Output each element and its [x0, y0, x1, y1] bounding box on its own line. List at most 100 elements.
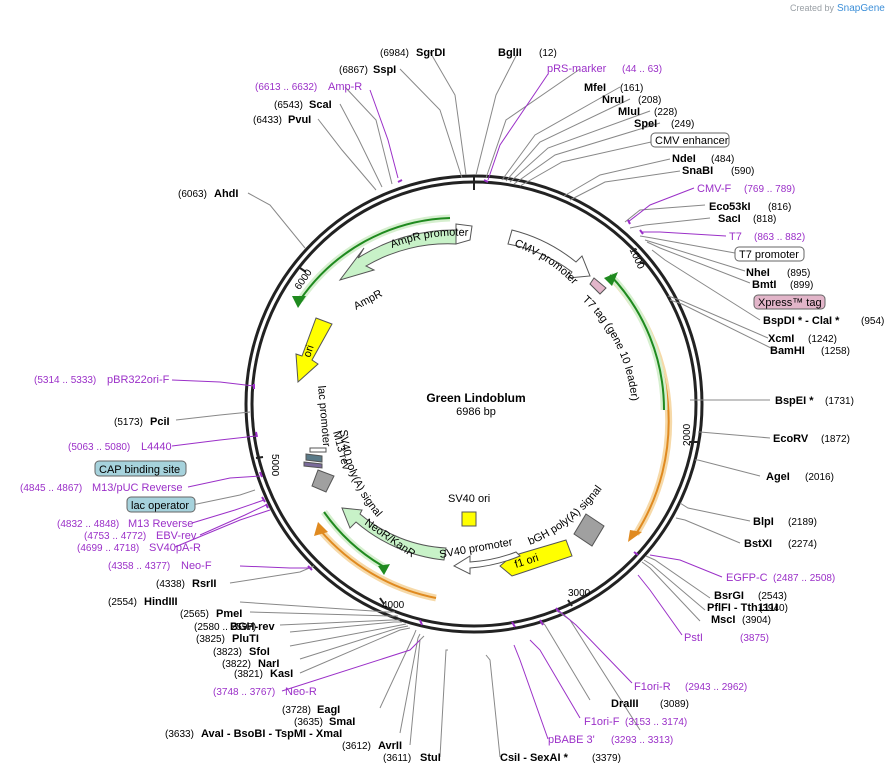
site-pos: (2274) [788, 539, 817, 550]
site-pos: (2580 .. 2597) [194, 622, 256, 633]
site-name: MscI [711, 614, 735, 626]
site-name: RsrII [192, 578, 216, 590]
site-name: AhdI [214, 188, 238, 200]
primer-pos: (3748 .. 3767) [213, 687, 275, 698]
feature-m13rev [305, 453, 323, 463]
feature-sv40-promoter [452, 551, 521, 575]
site-pos: (2016) [805, 472, 834, 483]
site-pos: (2543) [758, 591, 787, 602]
site-name: SacI [718, 213, 741, 225]
primer-pos: (4358 .. 4377) [108, 561, 170, 572]
site-pos: (208) [638, 95, 661, 106]
site-name: PmeI [216, 608, 242, 620]
site-name: SpeI [634, 118, 657, 130]
site-name: PflFI - Tth111I [707, 602, 778, 614]
site-name: PciI [150, 416, 170, 428]
primer-pos: (4753 .. 4772) [84, 531, 146, 542]
site-name: SnaBI [682, 165, 713, 177]
site-pos: (895) [787, 268, 810, 279]
site-name: NruI [602, 94, 624, 106]
feature-lac-promoter [309, 447, 327, 453]
feature-label-lacp: lac promoter [315, 385, 332, 447]
site-name: MfeI [584, 82, 606, 94]
tick-label: 4000 [382, 600, 405, 611]
primer-name: SV40pA-R [149, 542, 201, 554]
feature-sv40-ori [461, 511, 477, 527]
box-xpress-tag [753, 294, 826, 310]
site-pos: (6543) [274, 100, 303, 111]
site-pos: (3823) [213, 647, 242, 658]
box-label: CMV enhancer [655, 135, 729, 147]
primer-name: T7 [729, 231, 742, 243]
primer-pos: (863 .. 882) [754, 232, 805, 243]
tick-label: 3000 [568, 588, 591, 599]
feature-ori [295, 317, 333, 384]
primer-pos: (6613 .. 6632) [255, 82, 317, 93]
tick-label: 5000 [269, 454, 280, 477]
feature-arrows [295, 223, 607, 577]
site-name: HindIII [144, 596, 178, 608]
site-pos: (6867) [339, 65, 368, 76]
primer-name: L4440 [141, 441, 172, 453]
box-label: CAP binding site [99, 464, 180, 476]
primer-pos: (769 .. 789) [744, 184, 795, 195]
primer-pos: (5063 .. 5080) [68, 442, 130, 453]
site-name: SgrDI [416, 47, 445, 59]
site-pos: (3635) [294, 717, 323, 728]
primer-leaders [171, 73, 727, 740]
primer-pos: (5314 .. 5333) [34, 375, 96, 386]
primer-name: pBR322ori-F [107, 374, 170, 386]
site-name: CsiI - SexAI * [500, 752, 569, 764]
site-pos: (3633) [165, 729, 194, 740]
site-name: SspI [373, 64, 396, 76]
site-name: XcmI [768, 333, 794, 345]
site-name: NdeI [672, 153, 696, 165]
primer-name: PstI [684, 632, 703, 644]
primer-pos: (3875) [740, 633, 769, 644]
feature-bgh [573, 513, 605, 547]
site-name: BlpI [753, 516, 774, 528]
box-cap-binding-site [94, 460, 187, 477]
site-name: SfoI [249, 646, 270, 658]
site-name: AgeI [766, 471, 790, 483]
site-pos: (3825) [196, 634, 225, 645]
site-name: BspEI * [775, 395, 814, 407]
site-pos: (5173) [114, 417, 143, 428]
site-pos: (3611) [383, 753, 411, 764]
site-pos: (1258) [821, 346, 850, 357]
credit-prefix: Created by [790, 3, 835, 13]
primer-name: CMV-F [697, 183, 732, 195]
site-labels: (6984) SgrDI BglII (12) (6867) SspI pRS-… [20, 47, 884, 764]
feature-ampr [338, 229, 457, 281]
primer-name: EBV-rev [156, 530, 197, 542]
site-pos: (228) [654, 107, 677, 118]
feature-ampr-promoter [455, 223, 473, 245]
site-pos: (249) [671, 119, 694, 130]
site-name: BmtI [752, 279, 776, 291]
site-name: BstXI [744, 538, 772, 550]
site-pos: (3822) [222, 659, 251, 670]
feature-f1ori [499, 539, 573, 577]
site-name: NarI [258, 658, 279, 670]
site-pos: (1731) [825, 396, 854, 407]
primer-marks [253, 179, 644, 628]
primer-name: Neo-R [285, 686, 317, 698]
site-pos: (2554) [108, 597, 137, 608]
feature-neor [341, 507, 447, 561]
primer-name: Neo-F [181, 560, 212, 572]
site-name: PvuI [288, 114, 311, 126]
box-label: Xpress™ tag [758, 297, 822, 309]
primer-name: F1ori-F [584, 716, 620, 728]
feature-lac-operator-mark [303, 461, 323, 469]
site-name: Eco53kI [709, 201, 751, 213]
site-pos: (484) [711, 154, 734, 165]
feature-label-sv40pa: SV40 poly(A) signal [337, 429, 384, 519]
site-pos: (3940) [759, 603, 788, 614]
site-pos: (2565) [180, 609, 209, 620]
site-pos: (899) [790, 280, 813, 291]
site-name: ScaI [309, 99, 332, 111]
primer-pos: (4832 .. 4848) [57, 519, 119, 530]
primer-pos: (3293 .. 3313) [611, 735, 673, 746]
primer-pos: (4845 .. 4867) [20, 483, 82, 494]
